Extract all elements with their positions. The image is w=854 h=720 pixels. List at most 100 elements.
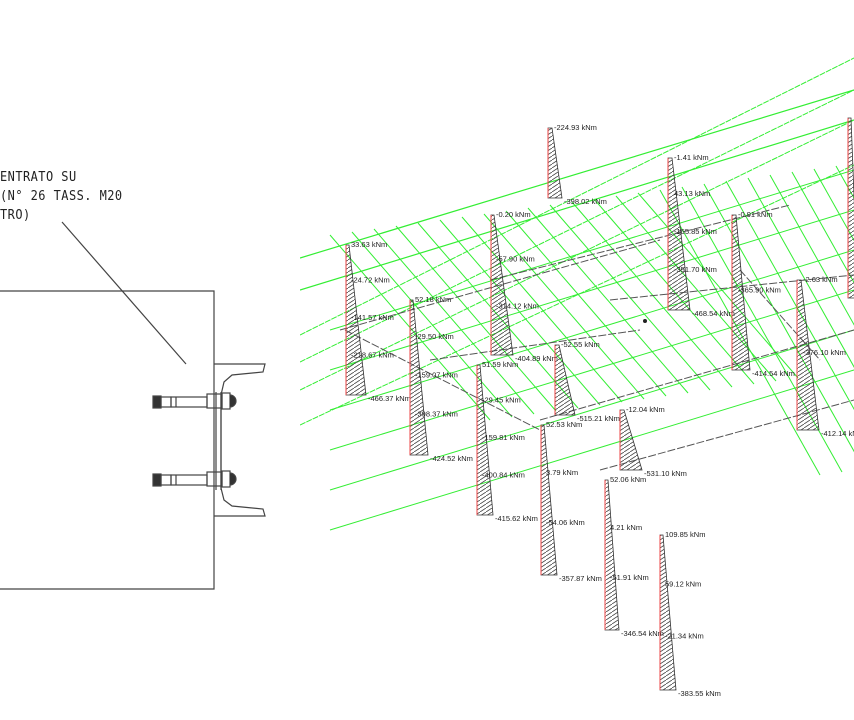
anchor-detail-drawing (0, 221, 266, 590)
moment-value-label: -155.85 kNm (674, 227, 717, 236)
slab-grid (300, 57, 854, 531)
note-line-1: ENTRATO SU (0, 170, 77, 185)
moment-value-label: 109.85 kNm (665, 530, 705, 539)
grid-diagonal-line (461, 216, 623, 403)
moment-diagrams: -224.93 kNm -398.02 kNm -1.41 kNm 43.13 kNm… (345, 117, 854, 698)
grid-row-line (329, 369, 854, 531)
grid-diagonal-line (351, 231, 513, 418)
beam-line (599, 399, 854, 471)
moment-area (619, 409, 643, 471)
moment-area (604, 479, 620, 631)
grid-diagonal-line (571, 201, 733, 388)
grid-diagonal-line (747, 177, 854, 368)
grid-diagonal-line (769, 174, 854, 326)
grid-line (300, 89, 854, 259)
moment-value-label: -414.54 kNm (752, 369, 795, 378)
moment-value-label: -218.67 kNm (351, 351, 394, 360)
grid-diagonal-line (637, 192, 799, 379)
grid-long-line (300, 89, 854, 363)
moment-value-label: -398.37 kNm (415, 409, 458, 418)
beam-line (344, 329, 541, 431)
grid-diagonal-line (373, 228, 535, 415)
moment-value-label: -141.57 kNm (351, 313, 394, 322)
grid-diagonal-line (791, 171, 854, 284)
moment-diagram-edge (847, 117, 854, 299)
moment-area (540, 424, 558, 576)
grid-row-line (329, 169, 854, 331)
moment-value-label: -12.04 kNm (626, 405, 665, 414)
moment-area (490, 214, 514, 356)
moment-value-label: 51.59 kNm (482, 360, 518, 369)
moment-value-label: -424.52 kNm (430, 454, 473, 463)
moment-diagram-d5: -0.20 kNm -57.90 kNm -314.12 kNm -404.89 kN… (490, 210, 558, 363)
moment-value-label: 52.53 kNm (546, 420, 582, 429)
moment-diagram-model: -224.93 kNm -398.02 kNm -1.41 kNm 43.13 kNm… (300, 57, 854, 698)
moment-value-label: -224.93 kNm (554, 123, 597, 132)
moment-value-label: -404.89 kNm (515, 354, 558, 363)
beam-line (489, 204, 791, 281)
beam-line (429, 329, 641, 361)
moment-value-label: -376.10 kNm (803, 348, 846, 357)
grid-line (300, 119, 854, 291)
moment-value-label: -57.90 kNm (496, 255, 535, 264)
moment-value-label: 3.79 kNm (546, 468, 578, 477)
grid-diagonal-line (505, 210, 667, 397)
anchor-bolt-bottom (152, 470, 237, 488)
anchor-note: ENTRATO SU (N° 26 TASS. M20 TRO) (0, 168, 123, 225)
moment-value-label: -415.62 kNm (495, 514, 538, 523)
moment-value-label: -515.21 kNm (577, 414, 620, 423)
moment-value-label: -314.12 kNm (496, 301, 539, 310)
grid-diagonal-line (527, 207, 689, 394)
beam-lines (339, 204, 854, 471)
moment-value-label: 4.21 kNm (610, 523, 642, 532)
moment-diagram-d7: 52.18 kNm-29.50 kNm-159.07 kNm-398.37 kN… (409, 295, 473, 463)
moment-value-label: -0.20 kNm (496, 210, 531, 219)
moment-value-label: -21.34 kNm (665, 631, 704, 640)
moment-value-label: -29.50 kNm (415, 332, 454, 341)
moment-area (554, 344, 576, 416)
anchor-bolt-top (152, 392, 237, 410)
grid-diagonal-line (483, 213, 645, 400)
moment-value-label: -159.81 kNm (482, 433, 525, 442)
moment-value-label: -2.63 kNm (803, 275, 838, 284)
moment-value-label: -51.91 kNm (610, 573, 649, 582)
moment-value-label: -365.90 kNm (738, 286, 781, 295)
note-line-3: TRO) (0, 208, 31, 223)
moment-diagram-d8: 51.59 kNm-29.45 kNm-159.81 kNm-400.84 kN… (476, 360, 538, 523)
moment-diagram-d6: 33.63 kNm-24.72 kNm-141.57 kNm-218.67 kN… (345, 240, 411, 403)
moment-value-label: -1.41 kNm (674, 153, 709, 162)
moment-value-label: -412.14 kNm (821, 429, 854, 438)
moment-area (547, 127, 563, 199)
moment-value-label: -468.54 kNm (692, 309, 735, 318)
moment-value-label: 52.18 kNm (415, 295, 451, 304)
grid-diagonal-line (615, 195, 777, 382)
moment-value-label: 43.13 kNm (674, 189, 710, 198)
grid-diagonal-line (703, 183, 854, 453)
moment-value-label: -398.02 kNm (564, 197, 607, 206)
leader-line (61, 221, 187, 365)
moment-value-label: -346.54 kNm (621, 629, 664, 638)
moment-value-label: -531.10 kNm (644, 469, 687, 478)
moment-value-label: -383.55 kNm (678, 689, 721, 698)
moment-value-label: -0.91 kNm (738, 210, 773, 219)
grid-long-line (300, 57, 854, 336)
moment-value-label: -466.37 kNm (368, 394, 411, 403)
grid-diagonal-line (395, 225, 557, 412)
moment-diagram-d11: -12.04 kNm -531.10 kNm (619, 405, 687, 478)
moment-area (847, 117, 854, 299)
grid-row-line (329, 249, 854, 411)
moment-value-label: -24.72 kNm (351, 276, 390, 285)
grid-row-line (329, 329, 854, 491)
note-line-2: (N° 26 TASS. M20 (0, 189, 123, 204)
concrete-block (0, 290, 215, 590)
moment-value-label: -52.55 kNm (561, 340, 600, 349)
node-marker (643, 319, 647, 323)
moment-value-label: -357.87 kNm (559, 574, 602, 583)
steel-channel (214, 363, 266, 517)
moment-value-label: -29.45 kNm (482, 396, 521, 405)
moment-diagram-d4: -2.63 kNm -376.10 kNm -412.14 kNm (796, 275, 854, 438)
moment-area (659, 534, 677, 691)
